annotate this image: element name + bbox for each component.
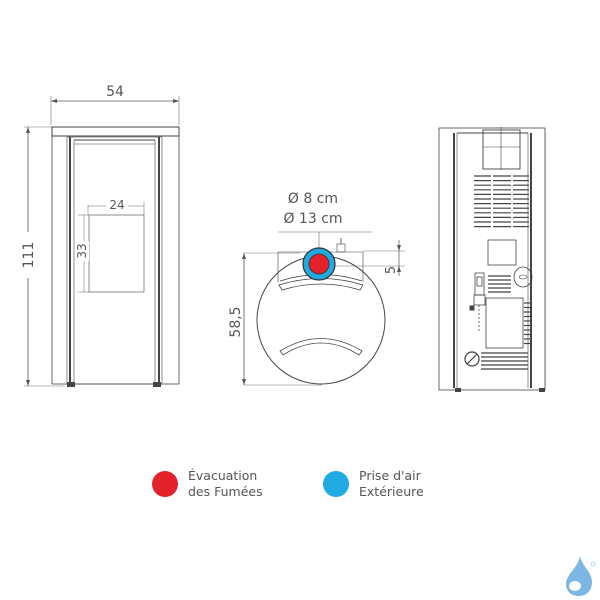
lower-grille bbox=[481, 275, 530, 370]
offset-label: 5 bbox=[384, 266, 399, 274]
legend-flue-line2: des Fumées bbox=[188, 484, 263, 499]
back-view bbox=[438, 127, 547, 392]
arrow-down-icon bbox=[242, 379, 246, 385]
legend-flue-exhaust: Évacuation des Fumées bbox=[152, 468, 263, 500]
electronic-panel bbox=[485, 297, 524, 349]
glass-window bbox=[88, 214, 145, 293]
legend-flue-line1: Évacuation bbox=[188, 468, 258, 483]
width-label: 54 bbox=[106, 84, 124, 100]
fan-icon bbox=[464, 351, 480, 367]
arrow-left-icon bbox=[51, 99, 57, 103]
foot-right bbox=[153, 382, 161, 387]
legend-air-line1: Prise d'air bbox=[359, 468, 421, 483]
legend-air-intake: Prise d'air Extérieure bbox=[323, 468, 424, 500]
top-view: Ø 8 cm Ø 13 cm 58,5 5 bbox=[228, 191, 405, 386]
arrow-down-icon bbox=[26, 380, 30, 386]
red-dot-icon bbox=[152, 471, 178, 497]
ventilation-grille bbox=[474, 175, 529, 228]
flue-exhaust-port bbox=[308, 253, 330, 275]
front-view: 54 111 24 33 bbox=[18, 84, 180, 387]
arrow-up-icon bbox=[242, 253, 246, 259]
outer-diameter-label: Ø 13 cm bbox=[283, 211, 342, 227]
inner-diameter-label: Ø 8 cm bbox=[288, 191, 338, 207]
brand-drop-logo-icon bbox=[566, 556, 596, 596]
arrow-right-icon bbox=[173, 99, 179, 103]
foot-left bbox=[67, 382, 75, 387]
flue-pipe bbox=[482, 129, 521, 170]
window-height-label: 33 bbox=[75, 243, 89, 258]
height-label: 111 bbox=[21, 242, 37, 269]
access-panel bbox=[487, 239, 517, 266]
window-width-label: 24 bbox=[109, 198, 124, 212]
legend-air-line2: Extérieure bbox=[359, 484, 424, 499]
stove-back-body bbox=[438, 127, 546, 391]
blue-dot-icon bbox=[323, 471, 349, 497]
top-cover bbox=[51, 126, 180, 137]
depth-label: 58,5 bbox=[228, 306, 244, 337]
arrow-up-icon bbox=[26, 127, 30, 133]
